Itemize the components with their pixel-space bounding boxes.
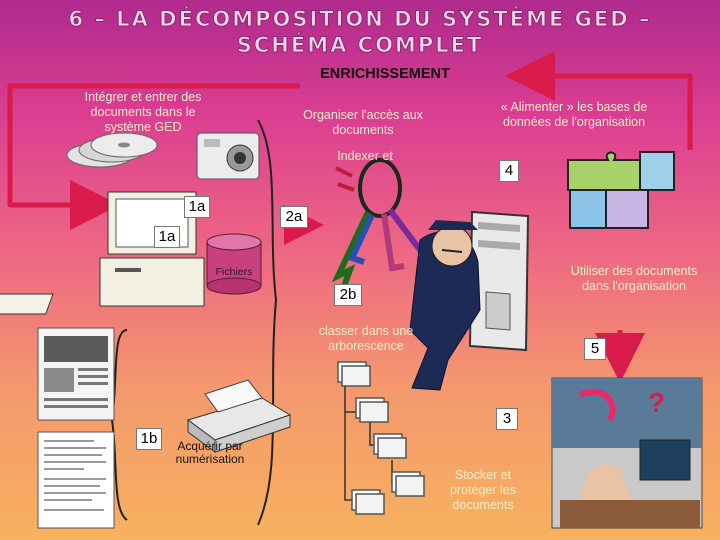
server-guard-icon — [409, 210, 530, 391]
cd-stack-icon — [66, 132, 158, 168]
label-stocker: Stocker et protéger les documents — [449, 468, 516, 512]
label-organiser: Organiser l'accès aux documents — [303, 108, 423, 137]
label-fichiers: Fichiers — [215, 266, 253, 278]
text-document-icon — [37, 431, 115, 529]
keys-icon — [331, 158, 423, 288]
label-utiliser: Utiliser des documents dans l'organisati… — [570, 264, 698, 293]
label-integrer: Intégrer et entrer des documents dans le… — [84, 90, 202, 134]
label-acquerir: Acquérir par numérisation — [175, 439, 245, 466]
office-worker-image: ? — [551, 377, 703, 529]
label-classer: classer dans une arborescence — [318, 324, 414, 353]
computer-icon — [0, 191, 205, 315]
folder-icons — [337, 361, 425, 515]
puzzle-icon — [567, 151, 675, 229]
camera-icon — [196, 132, 260, 180]
step-1a-left: 1a — [154, 226, 180, 248]
database-icon — [206, 233, 262, 295]
step-1a-top: 1a — [184, 196, 210, 218]
scanner-icon — [186, 379, 292, 453]
right-brace — [257, 119, 278, 526]
enrichissement-label: ENRICHISSEMENT — [320, 66, 450, 82]
slide-title: 6 – LA DÉCOMPOSITION DU SYSTÈME GED – SC… — [68, 7, 652, 58]
step-1b: 1b — [136, 428, 162, 450]
step-3: 3 — [496, 408, 518, 430]
step-5: 5 — [584, 338, 606, 360]
svg-text:?: ? — [648, 387, 665, 418]
newspaper-icon — [37, 327, 115, 421]
feedback-arrow — [7, 51, 693, 230]
label-alimenter: « Alimenter » les bases de données de l'… — [500, 100, 648, 129]
step-4: 4 — [499, 160, 519, 182]
label-indexer: Indexer et — [337, 149, 393, 163]
step-2a: 2a — [280, 206, 308, 228]
step-2b: 2b — [334, 284, 362, 306]
